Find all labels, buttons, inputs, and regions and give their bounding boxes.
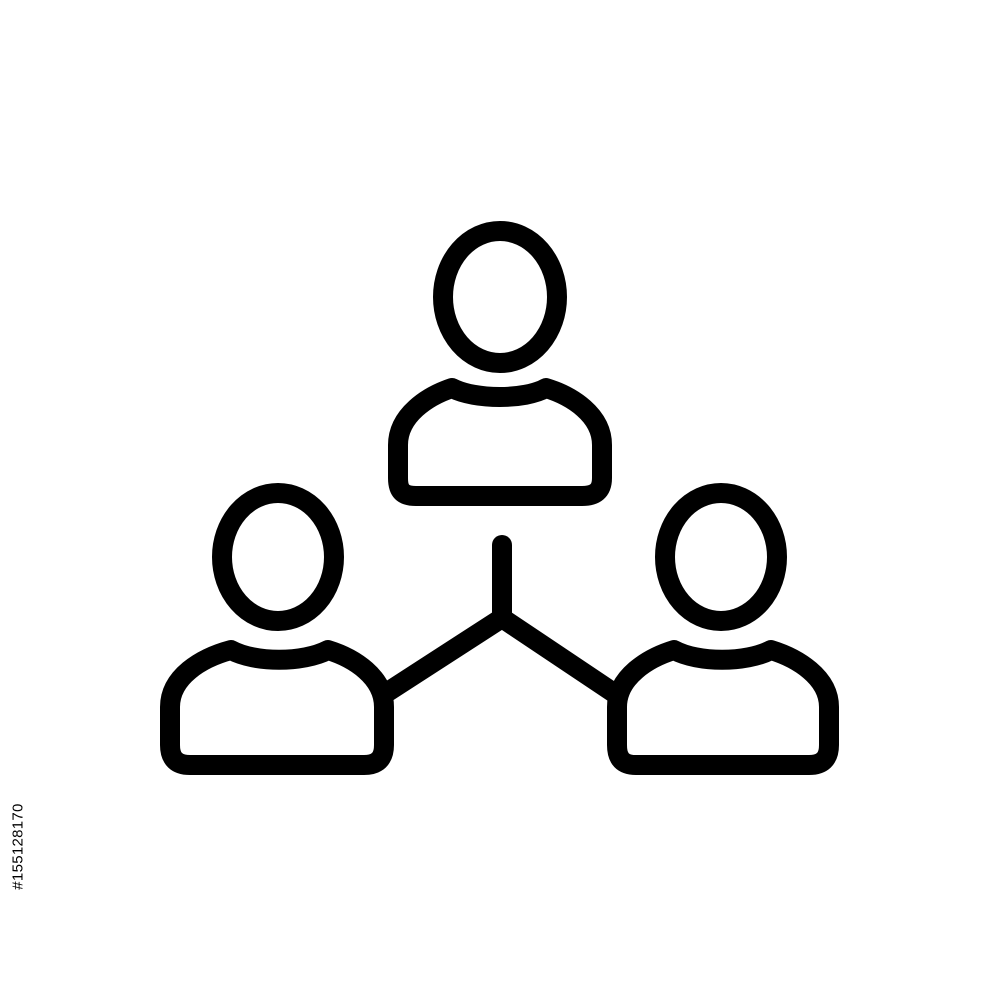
connector-right-branch	[492, 608, 624, 703]
person-left-icon	[160, 483, 394, 775]
person-right-icon	[607, 483, 839, 775]
person-top-body	[388, 378, 612, 506]
connector-left-branch	[376, 608, 512, 703]
person-left-head	[212, 483, 344, 631]
stock-id-text: #155128170	[9, 802, 27, 890]
connector-icon	[376, 535, 624, 703]
person-right-body	[607, 640, 839, 775]
stock-id-label: #155128170	[6, 766, 30, 926]
person-right-head	[655, 483, 787, 631]
person-top-icon	[388, 221, 612, 506]
person-left-body	[160, 640, 394, 775]
person-top-head	[433, 221, 567, 373]
